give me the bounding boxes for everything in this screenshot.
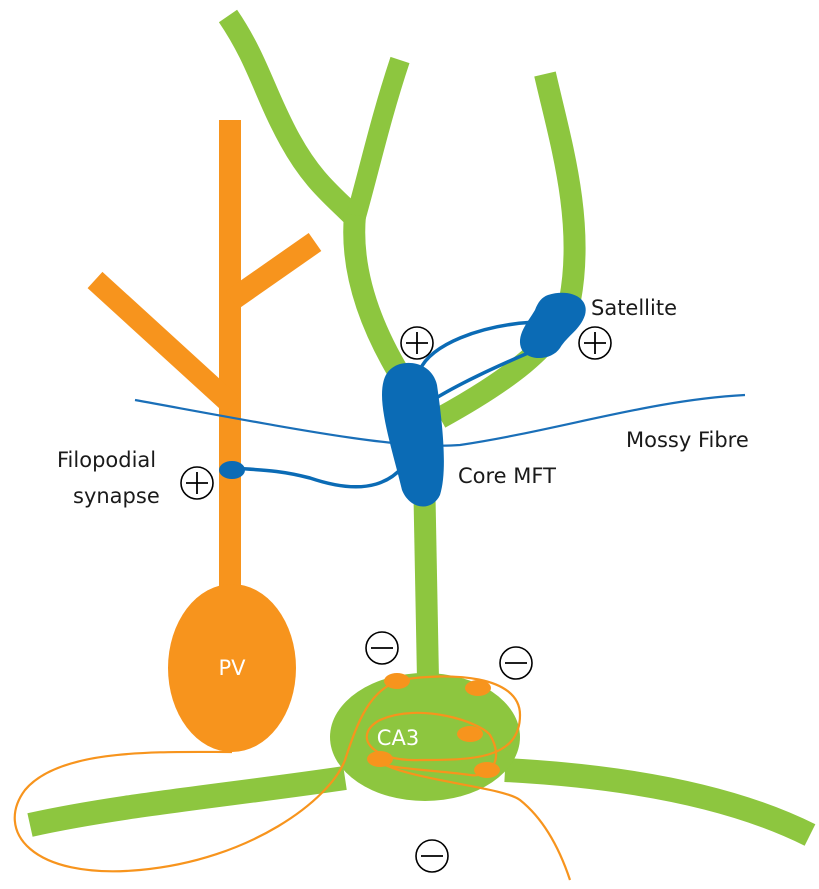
pv-bouton [465, 680, 491, 696]
pv-bouton [474, 762, 500, 778]
filopodial-bouton [219, 461, 245, 479]
pv-bouton [367, 751, 393, 767]
pv-bouton [457, 726, 483, 742]
sign-soma-inhibition-bottom [416, 840, 448, 872]
pv-bouton [384, 673, 410, 689]
filopodial-branch [232, 440, 418, 487]
sign-soma-inhibition-left [366, 632, 398, 664]
apical-tuft-left [228, 16, 352, 215]
satellite-bouton [520, 293, 586, 358]
apical-tuft-middle [355, 60, 400, 220]
apical-branch-right [440, 74, 575, 418]
sign-filopodial-excitation [181, 467, 213, 499]
pv-dendrite-branch-left [95, 280, 232, 405]
pv-dendrite-branch-right [232, 242, 315, 300]
sign-soma-inhibition-right [500, 647, 532, 679]
label-mossy-fibre: Mossy Fibre [626, 428, 749, 452]
label-satellite: Satellite [591, 296, 677, 320]
label-filopodial-line1: Filopodial [57, 448, 156, 472]
label-core-mft: Core MFT [458, 464, 556, 488]
sign-core-excitation [401, 327, 433, 359]
basal-dendrite-left [30, 778, 345, 825]
label-pv: PV [218, 656, 246, 680]
label-filopodial-line2: synapse [73, 484, 160, 508]
sign-satellite-excitation [579, 327, 611, 359]
core-mft-bouton [382, 363, 444, 507]
basal-dendrite-right [505, 770, 810, 835]
label-ca3: CA3 [377, 726, 419, 750]
apical-trunk [354, 215, 400, 375]
